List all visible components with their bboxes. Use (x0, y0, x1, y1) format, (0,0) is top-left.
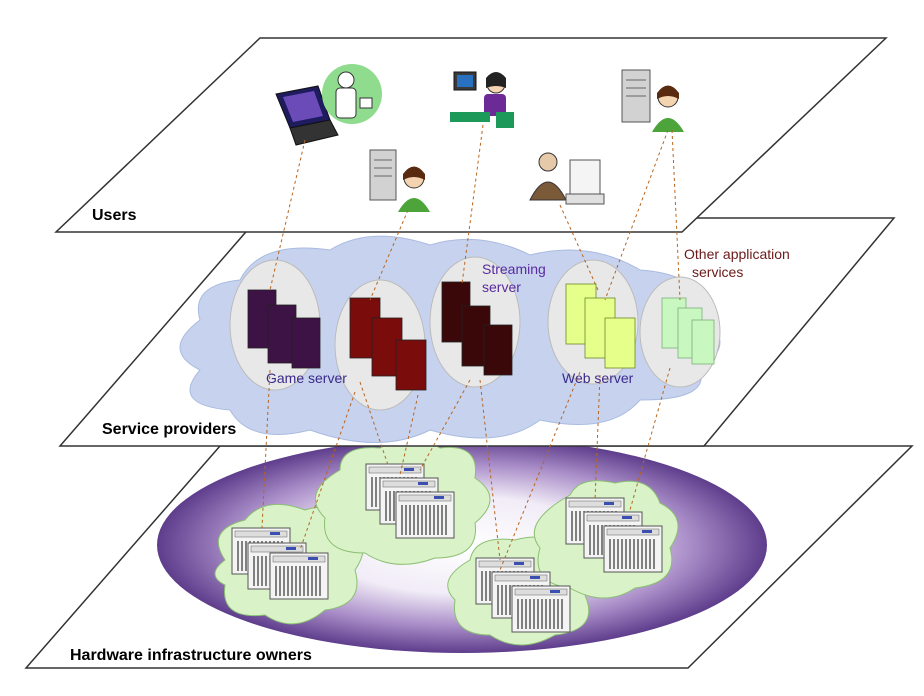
streaming-server-label-line1: Streaming (482, 261, 546, 277)
layer-label-hardware: Hardware infrastructure owners (70, 647, 312, 664)
streaming-server-block (441, 281, 513, 376)
laptop-icon (275, 85, 339, 146)
other-services-label-line1: Other application (684, 246, 790, 262)
doctor-user-icon (322, 64, 382, 124)
layer-label-service-providers: Service providers (102, 421, 236, 438)
streaming-server-label-line2: server (482, 279, 521, 295)
web-server-label: Web server (562, 370, 634, 386)
man-at-computer-icon (529, 152, 605, 205)
server-user-icon (369, 149, 430, 212)
users-layer-plane (54, 37, 888, 233)
layer-label-users: Users (92, 207, 137, 224)
web-server-block-a (565, 283, 636, 369)
server-user-icon (621, 69, 684, 132)
game-server-block-b (349, 297, 427, 391)
woman-at-computer-icon (450, 71, 514, 128)
game-server-block-a (247, 289, 321, 369)
other-services-label-line2: services (692, 264, 743, 280)
connector-lines (261, 124, 681, 571)
web-server-block-b (661, 297, 715, 365)
game-server-label: Game server (266, 370, 347, 386)
